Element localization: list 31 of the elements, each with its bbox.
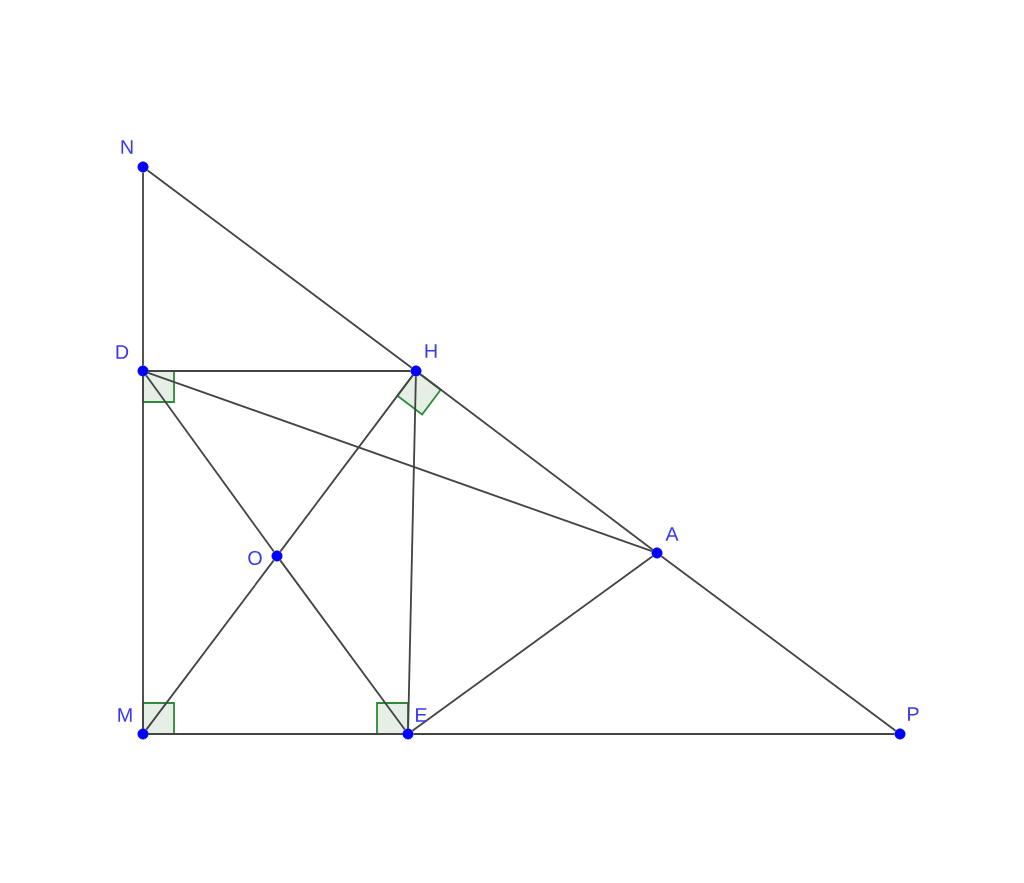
point <box>271 550 283 562</box>
point <box>894 728 906 740</box>
point-label: E <box>416 708 427 722</box>
line-segment <box>419 373 654 551</box>
line-segment <box>145 559 275 731</box>
point-label: N <box>121 140 133 154</box>
line-segment <box>411 555 654 732</box>
line-segment <box>279 374 414 553</box>
point <box>137 365 149 377</box>
line-segment <box>147 733 404 735</box>
line-segment <box>660 555 897 732</box>
line-segment <box>142 171 144 367</box>
line-segment <box>147 371 653 553</box>
point-label: M <box>118 708 132 722</box>
point <box>651 547 663 559</box>
line-segment <box>145 374 275 553</box>
point-label: P <box>908 707 919 721</box>
point-label: O <box>248 551 262 565</box>
point-label: A <box>665 527 679 541</box>
point <box>402 728 414 740</box>
line-segment <box>142 375 144 730</box>
point-label: H <box>425 344 437 358</box>
line-segment <box>412 733 896 735</box>
line-segment <box>147 370 412 372</box>
line-segment <box>146 169 413 369</box>
point <box>137 161 149 173</box>
line-segment <box>279 559 406 731</box>
point-label: D <box>116 345 129 359</box>
line-segment <box>407 375 417 730</box>
point <box>410 365 422 377</box>
point <box>137 728 149 740</box>
